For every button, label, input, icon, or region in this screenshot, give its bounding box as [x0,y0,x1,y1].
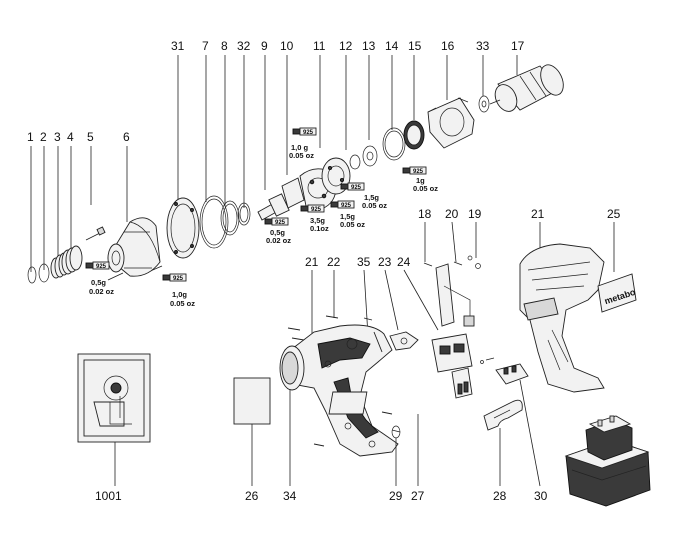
svg-text:0.05 oz: 0.05 oz [170,299,195,308]
callout-32: 32 [237,39,251,53]
callout-19: 19 [468,207,482,221]
svg-text:925: 925 [303,130,314,136]
washer-33 [478,95,490,113]
svg-text:0,5g: 0,5g [91,278,106,287]
callout-21a: 21 [305,255,319,269]
anvil-hammer [257,157,351,221]
terminal-block [480,357,529,385]
brand-label: metabo [597,273,637,313]
lube-note-2: 925 1,0g 0.05 oz [162,273,195,308]
callout-29: 29 [389,489,403,503]
callout-7: 7 [202,39,209,53]
svg-text:925: 925 [341,203,352,209]
svg-text:925: 925 [413,169,424,175]
housing-left [279,315,401,457]
top-leaders [177,55,518,250]
lube-note-15: 925 1g 0.05 oz [402,166,438,193]
switch-lever [373,331,419,353]
callout-4: 4 [67,130,74,144]
svg-text:0.05 oz: 0.05 oz [362,201,387,210]
callout-5: 5 [87,130,94,144]
lube-note-1: 925 0,5g 0.02 oz [85,261,114,296]
svg-text:925: 925 [96,264,107,270]
top-callouts: 31 7 8 32 9 10 11 12 13 14 15 16 33 17 [171,39,525,53]
housing-right [519,243,605,393]
callout-3: 3 [54,130,61,144]
callout-35: 35 [357,255,371,269]
svg-text:925: 925 [351,185,362,191]
svg-text:1g: 1g [416,176,425,185]
callout-30: 30 [534,489,548,503]
callout-20: 20 [445,207,459,221]
svg-text:0.05 oz: 0.05 oz [340,220,365,229]
lube-note-11b: 925 1,5g 0.05 oz [330,200,365,229]
svg-text:1,5g: 1,5g [340,212,355,221]
svg-text:0.02 oz: 0.02 oz [89,287,114,296]
callout-18: 18 [418,207,432,221]
callout-31: 31 [171,39,185,53]
label-26 [233,377,271,425]
svg-text:1,5g: 1,5g [364,193,379,202]
svg-text:925: 925 [275,220,286,226]
svg-text:0.1oz: 0.1oz [310,224,329,233]
detail-box-1001 [77,353,151,443]
svg-text:0.05 oz: 0.05 oz [413,184,438,193]
callout-1: 1 [27,130,34,144]
nose-parts [27,217,163,284]
svg-text:3,5g: 3,5g [310,216,325,225]
callout-21b: 21 [531,207,545,221]
callout-25: 25 [607,207,621,221]
gaskets [166,195,251,259]
callout-34: 34 [283,489,297,503]
svg-text:925: 925 [311,207,322,213]
svg-text:925: 925 [173,276,184,282]
callout-26: 26 [245,489,259,503]
callout-24: 24 [397,255,411,269]
svg-text:0,5g: 0,5g [270,228,285,237]
lube-note-10-top: 925 1,0 g 0.05 oz [289,127,317,160]
svg-text:1,0 g: 1,0 g [291,143,309,152]
svg-text:0.05 oz: 0.05 oz [289,151,314,160]
callout-2: 2 [40,130,47,144]
svg-text:1,0g: 1,0g [172,290,187,299]
callout-11: 11 [313,39,326,53]
callout-28: 28 [493,489,507,503]
bottom-callouts: 1001 26 34 29 27 28 30 [95,379,548,503]
callout-14: 14 [385,39,399,53]
callout-9: 9 [261,39,268,53]
callout-6: 6 [123,130,130,144]
callout-27: 27 [411,489,425,503]
belt-clip [483,399,523,431]
motor [489,64,564,112]
callout-17: 17 [511,39,525,53]
small-screws [423,255,481,269]
switch-module [431,263,475,399]
lube-note-11a: 925 3,5g 0.1oz [300,204,329,233]
label-27 [328,391,368,415]
gear-housing [427,97,475,149]
left-callouts: 1 2 3 4 5 6 [27,130,130,272]
callout-16: 16 [441,39,455,53]
callout-15: 15 [408,39,422,53]
lube-note-12: 925 1,5g 0.05 oz [340,182,387,210]
callout-13: 13 [362,39,376,53]
callout-23: 23 [378,255,392,269]
callout-8: 8 [221,39,228,53]
callout-12: 12 [339,39,353,53]
gear-rings [349,120,425,170]
callout-10: 10 [280,39,294,53]
callout-1001: 1001 [95,489,122,503]
svg-text:0.02 oz: 0.02 oz [266,236,291,245]
battery-pack [564,415,651,507]
middle-callouts: 21 22 35 23 24 18 20 19 21 25 [305,207,621,340]
lube-note-10: 925 0,5g 0.02 oz [264,217,291,245]
callout-22: 22 [327,255,341,269]
callout-33: 33 [476,39,490,53]
